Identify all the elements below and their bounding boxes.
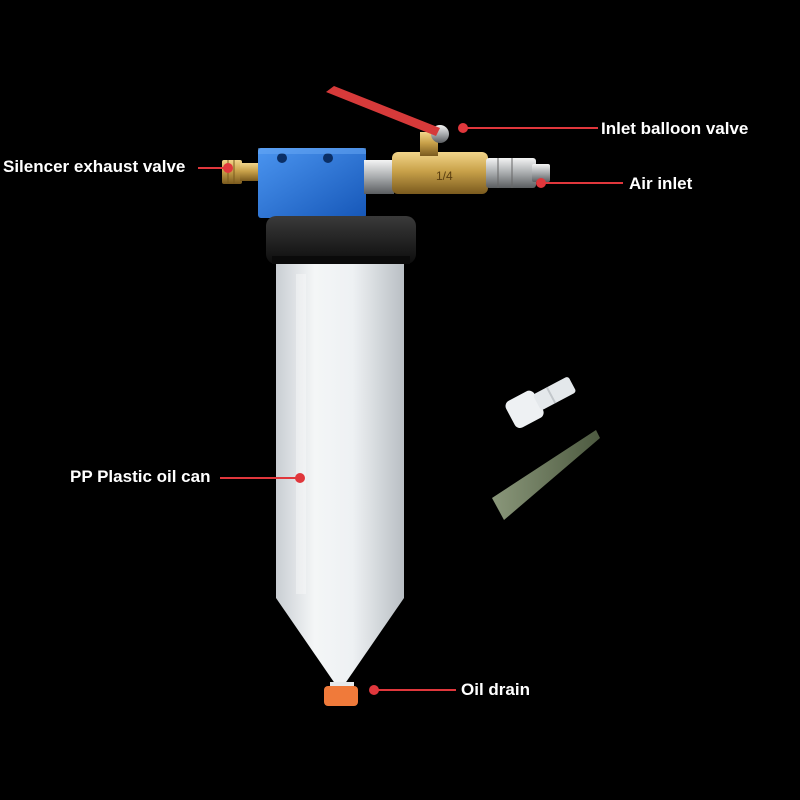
label-oil-drain: Oil drain [461, 680, 530, 699]
oil-drain-cap [324, 682, 358, 706]
callout-silencer-exhaust-valve [198, 163, 233, 173]
canister-highlight [296, 274, 306, 594]
air-inlet-coupler [486, 158, 550, 188]
label-silencer-exhaust-valve: Silencer exhaust valve [3, 157, 186, 176]
inlet-balloon-valve: 1/4 [326, 86, 488, 194]
callout-pp-plastic-oil-can [220, 473, 305, 483]
pp-plastic-oil-can [276, 264, 404, 688]
manifold-block [258, 148, 366, 218]
callout-oil-drain [369, 685, 456, 695]
label-pp-plastic-oil-can: PP Plastic oil can [70, 467, 211, 486]
label-air-inlet: Air inlet [629, 174, 693, 193]
valve-marking: 1/4 [436, 169, 453, 183]
label-inlet-balloon-valve: Inlet balloon valve [601, 119, 749, 138]
barb-adapter-accessory [505, 377, 576, 428]
valve-connector [364, 160, 394, 194]
nozzle-tip-accessory [492, 430, 600, 520]
callout-inlet-balloon-valve [458, 123, 598, 133]
canister-lid [266, 216, 416, 264]
callout-air-inlet [536, 178, 623, 188]
valve-handle [326, 86, 440, 136]
